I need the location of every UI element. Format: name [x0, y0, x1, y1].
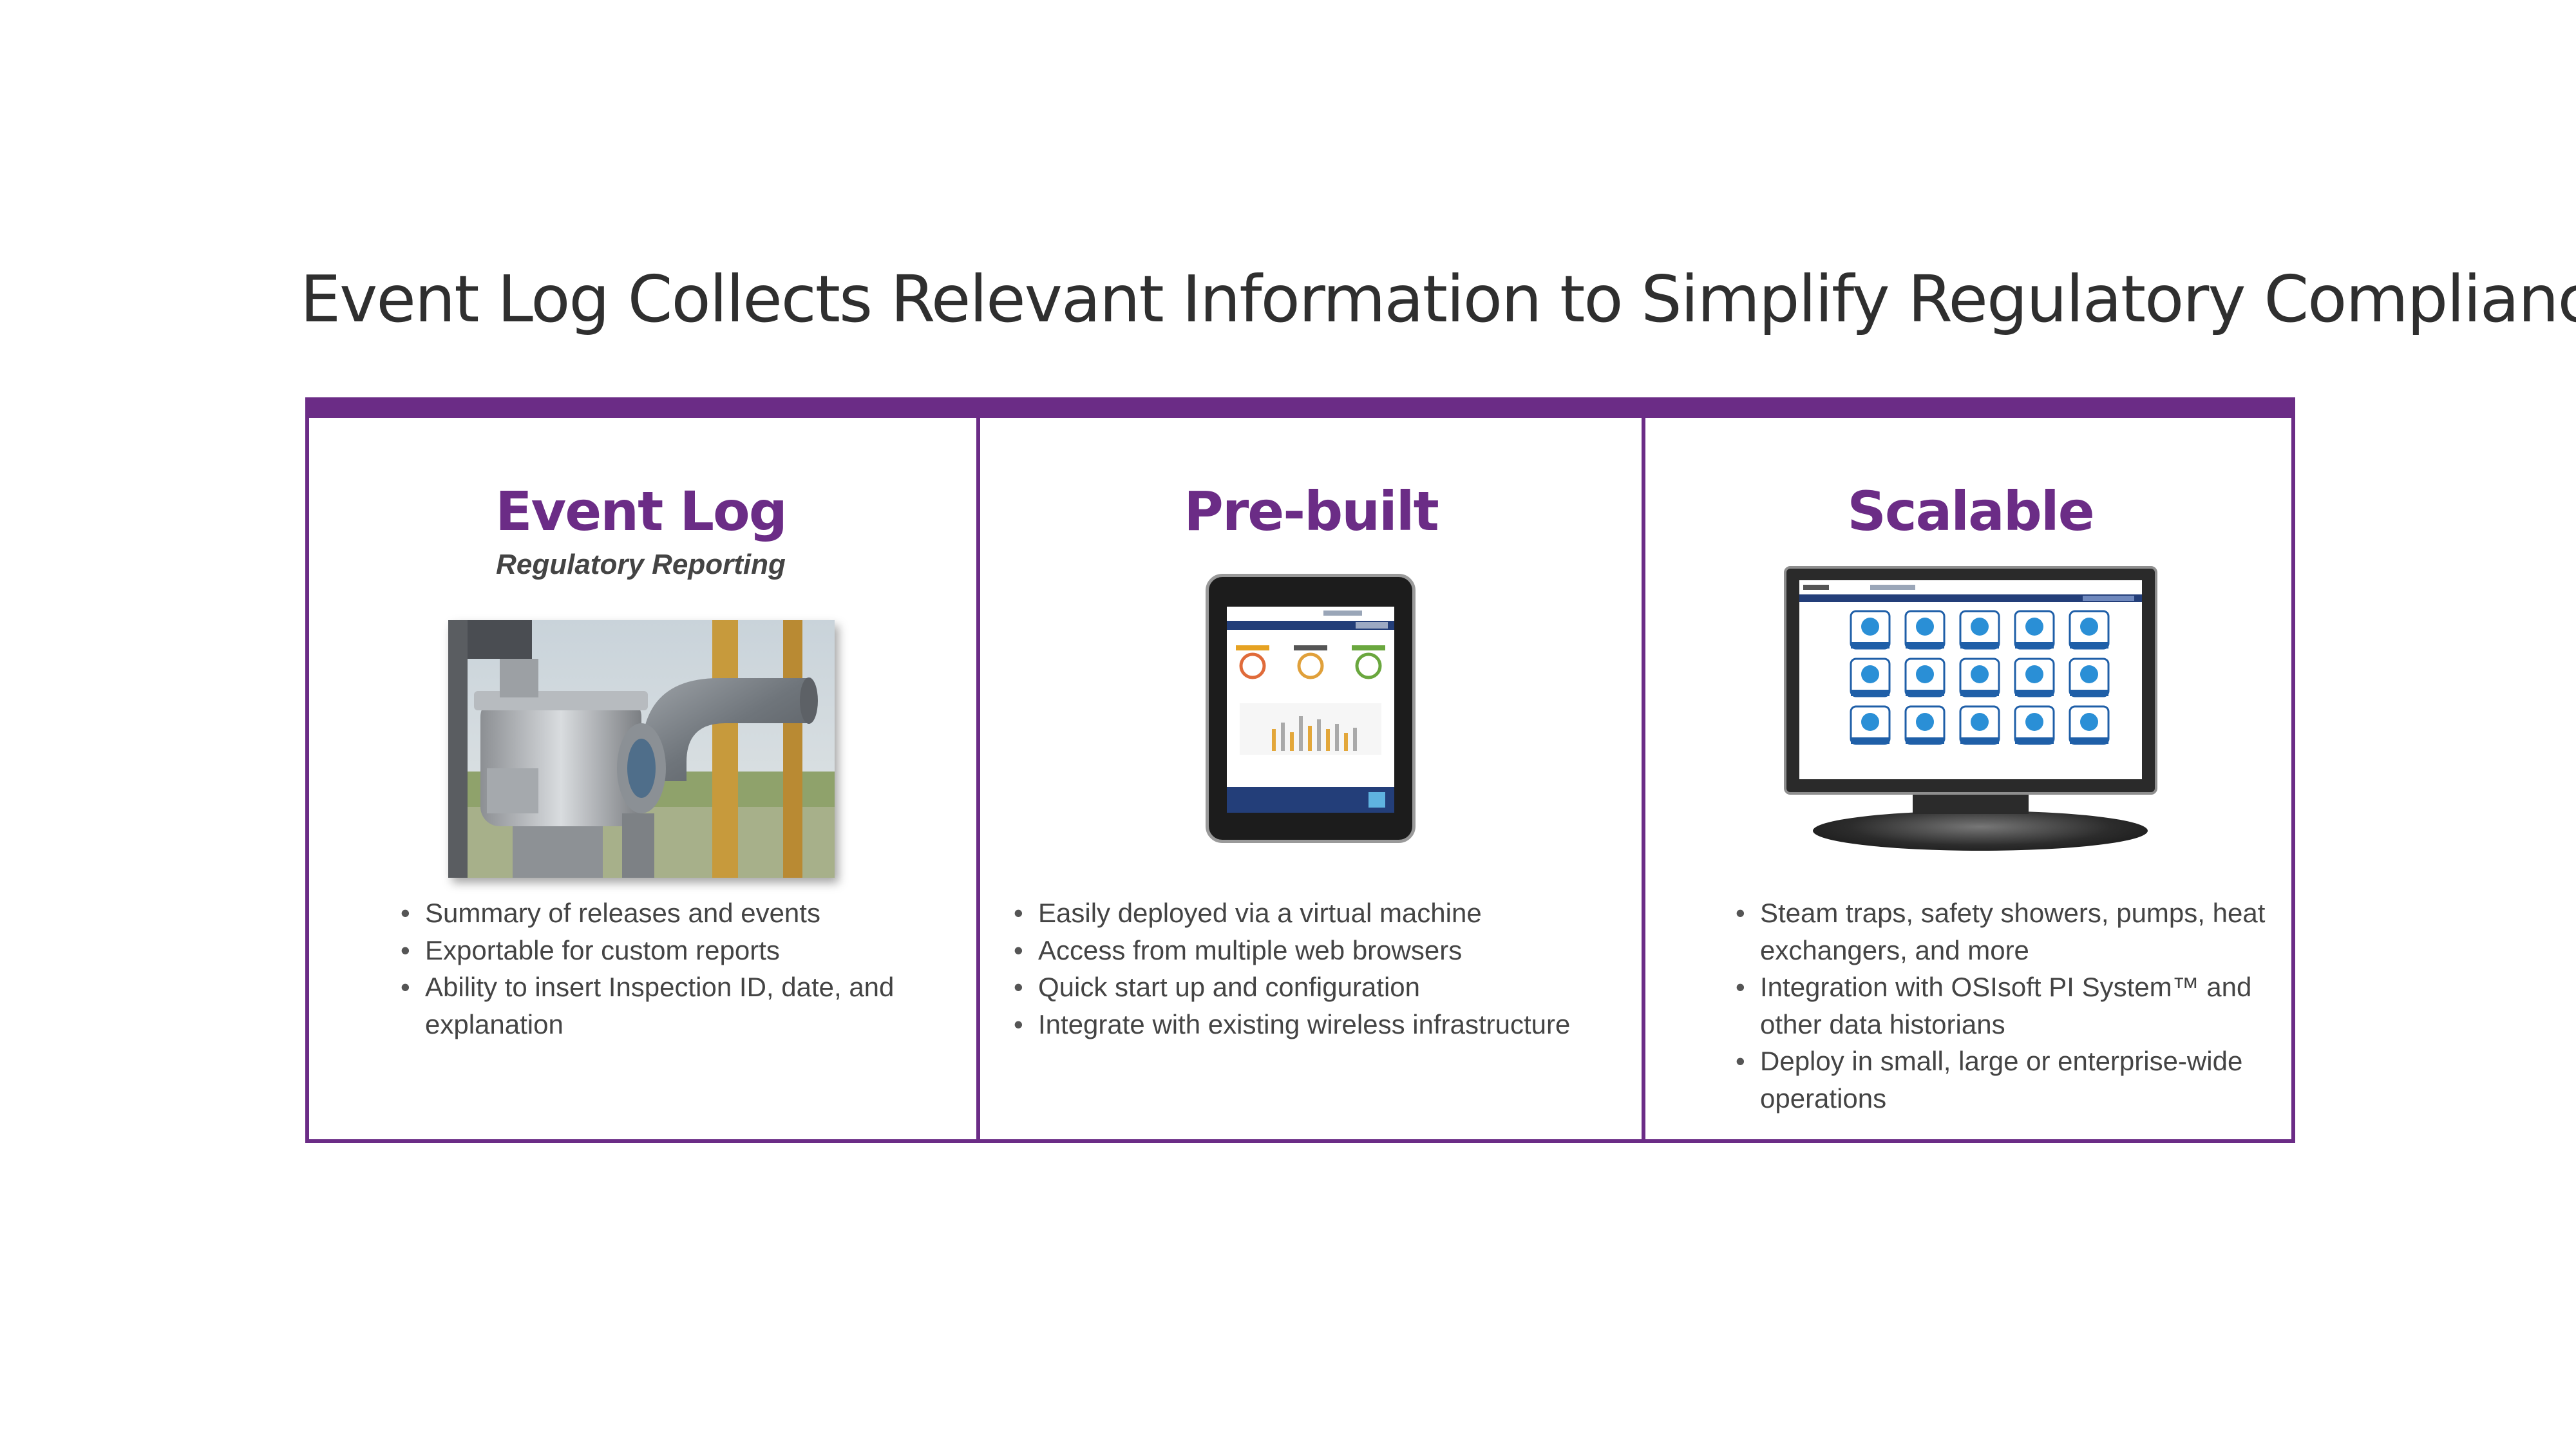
list-item: Integration with OSIsoft PI System™ and …: [1736, 969, 2277, 1043]
monitor-stand: [1913, 795, 2029, 814]
list-item: Deploy in small, large or enterprise-wid…: [1736, 1043, 2277, 1117]
list-item: Easily deployed via a virtual machine: [1014, 895, 1632, 932]
column-pre-built: Pre-built: [976, 418, 1642, 1139]
page-title: Event Log Collects Relevant Information …: [300, 261, 2576, 337]
column-event-log: Event Log Regulatory Reporting: [309, 418, 972, 1139]
list-item: Ability to insert Inspection ID, date, a…: [401, 969, 948, 1043]
column-heading: Pre-built: [1184, 480, 1439, 543]
feature-list: Steam traps, safety showers, pumps, heat…: [1736, 895, 2277, 1117]
tablet-dashboard: [1206, 574, 1416, 843]
accent-bar: [309, 401, 2291, 418]
column-heading: Event Log: [495, 480, 788, 543]
valve-pipe-photo: [448, 620, 835, 878]
feature-list: Summary of releases and events Exportabl…: [401, 895, 948, 1043]
list-item: Exportable for custom reports: [401, 932, 948, 969]
feature-panel: Event Log Regulatory Reporting: [305, 397, 2295, 1143]
feature-list: Easily deployed via a virtual machine Ac…: [1014, 895, 1632, 1043]
monitor-base: [1813, 811, 2148, 851]
column-scalable: Scalable: [1642, 418, 2295, 1139]
list-item: Access from multiple web browsers: [1014, 932, 1632, 969]
tablet-screen: [1227, 607, 1394, 813]
column-subheading: Regulatory Reporting: [496, 549, 786, 580]
list-item: Integrate with existing wireless infrast…: [1014, 1006, 1632, 1043]
list-item: Summary of releases and events: [401, 895, 948, 932]
list-item: Quick start up and configuration: [1014, 969, 1632, 1006]
list-item: Steam traps, safety showers, pumps, heat…: [1736, 895, 2277, 969]
monitor-screen: [1799, 580, 2142, 779]
monitor-plantweb-apps: [1784, 566, 2157, 795]
column-heading: Scalable: [1847, 480, 2094, 543]
